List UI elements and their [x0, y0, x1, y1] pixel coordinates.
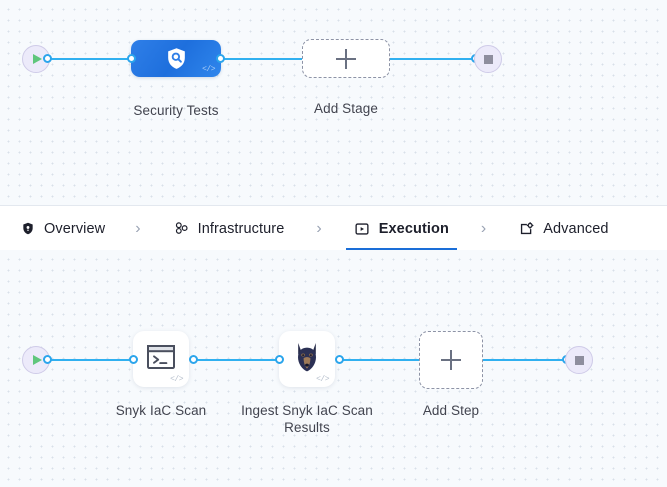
- step-end-node[interactable]: [565, 346, 593, 374]
- step-start-port[interactable]: [43, 355, 52, 364]
- play-icon: [33, 355, 42, 365]
- play-icon: [33, 54, 42, 64]
- shield-icon: [19, 220, 36, 237]
- add-stage-button[interactable]: [302, 39, 390, 78]
- active-tab-indicator: [345, 248, 457, 251]
- step-start-node[interactable]: [22, 346, 50, 374]
- stage-node-security-tests[interactable]: </>: [131, 40, 221, 77]
- tab-advanced[interactable]: Advanced: [516, 206, 610, 251]
- tab-execution-label: Execution: [378, 220, 449, 237]
- tab-infrastructure[interactable]: Infrastructure: [171, 206, 287, 251]
- cluster-nodes-icon: [173, 220, 190, 237]
- step-node-label: Ingest Snyk IaC Scan Results: [241, 403, 373, 435]
- box-gear-icon: [518, 220, 535, 237]
- add-stage-label: Add Stage: [314, 101, 378, 116]
- step-2-input-port[interactable]: [275, 355, 284, 364]
- play-box-icon: [354, 220, 371, 237]
- tab-overview[interactable]: Overview: [17, 206, 107, 251]
- tab-execution[interactable]: Execution: [345, 206, 457, 251]
- add-step-button[interactable]: [419, 331, 483, 389]
- add-step-label: Add Step: [422, 403, 480, 418]
- step-2-output-port[interactable]: [335, 355, 344, 364]
- shield-search-icon: [131, 40, 221, 77]
- edge-step-1-to-step-2: [191, 359, 281, 361]
- step-node-ingest-snyk-results[interactable]: </>: [279, 331, 335, 387]
- tab-separator-3: ›: [480, 219, 487, 237]
- code-badge-icon: </>: [316, 375, 329, 384]
- tab-advanced-label: Advanced: [543, 220, 609, 237]
- stage-start-port[interactable]: [43, 54, 52, 63]
- step-1-output-port[interactable]: [189, 355, 198, 364]
- tab-separator-2: ›: [316, 219, 322, 237]
- snyk-doberman-icon: [292, 341, 322, 378]
- plus-icon: [441, 350, 461, 370]
- pipeline-section-tabs[interactable]: Overview › Infrastructure › Execution: [0, 205, 667, 251]
- tab-overview-label: Overview: [44, 220, 106, 237]
- stage-end-node[interactable]: [474, 45, 502, 73]
- edge-add-step-to-end: [483, 359, 566, 361]
- edge-start-to-stage: [45, 58, 135, 60]
- terminal-icon: [146, 344, 176, 375]
- edge-start-to-step-1: [45, 359, 135, 361]
- step-node-snyk-iac-scan[interactable]: </>: [133, 331, 189, 387]
- tab-infrastructure-label: Infrastructure: [197, 220, 285, 237]
- edge-stage-to-add-stage: [218, 58, 304, 60]
- stage-output-port[interactable]: [216, 54, 225, 63]
- stage-input-port[interactable]: [127, 54, 136, 63]
- edge-add-stage-to-end: [388, 58, 475, 60]
- stop-icon: [574, 355, 584, 365]
- plus-icon: [336, 48, 356, 69]
- tab-separator-1: ›: [135, 219, 141, 237]
- step-1-input-port[interactable]: [129, 355, 138, 364]
- stop-icon: [483, 54, 493, 64]
- step-node-label: Snyk IaC Scan: [115, 403, 207, 418]
- stages-canvas[interactable]: </> Security Tests Add Stage: [0, 0, 667, 205]
- stage-node-label: Security Tests: [133, 103, 219, 118]
- code-badge-icon: </>: [170, 375, 183, 384]
- code-badge-icon: </>: [202, 65, 215, 74]
- steps-canvas[interactable]: </> Snyk IaC Scan </>: [0, 250, 667, 487]
- edge-step-2-to-add-step: [337, 359, 419, 361]
